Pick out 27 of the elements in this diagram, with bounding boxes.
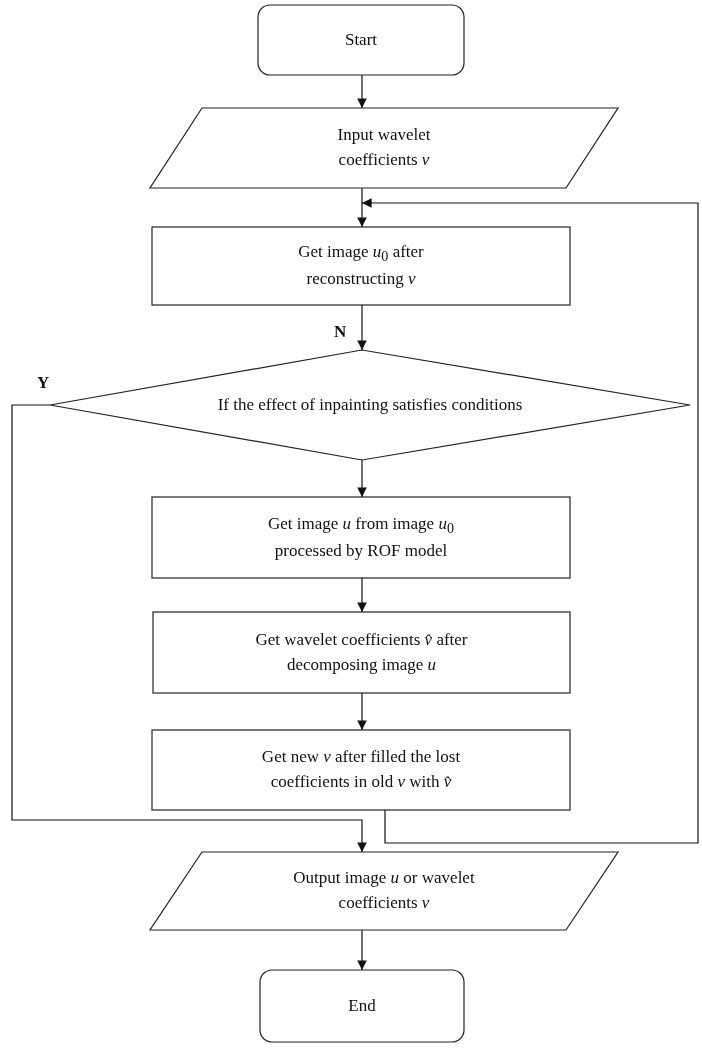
terminal-box [258,5,464,75]
node-text: Input wavelet coefficients v [336,124,432,171]
node-text: Get image u$_{0}$ after reconstructing v [297,241,425,291]
arrow [357,929,367,971]
node-text: Get new v after filled the lost coefficients in old v with v̂ [260,746,462,793]
arrow [357,459,367,498]
process-box [153,612,570,693]
arrow [11,404,367,853]
process-box [152,227,570,305]
arrow [357,577,367,613]
node-text: Output image u or wavelet coefficients v [292,867,476,914]
process-box [152,497,570,578]
node-text: If the effect of inpainting satisfies conditions [216,393,524,416]
arrow [357,692,367,731]
arrow [357,74,367,109]
node-text: Get image u from image u$_{0}$ processed by ROF model [267,512,455,562]
io-parallelogram [150,108,618,188]
arrow [357,304,367,351]
process-box [152,730,570,810]
decision-diamond [50,350,690,460]
node-text: End [347,994,377,1017]
io-parallelogram [150,852,618,930]
terminal-box [260,970,464,1042]
arrow [357,187,367,228]
node-text: Start [343,28,379,51]
arrow [361,198,699,844]
node-text: Get wavelet coefficients v̂ after decomposing image u [254,628,469,676]
